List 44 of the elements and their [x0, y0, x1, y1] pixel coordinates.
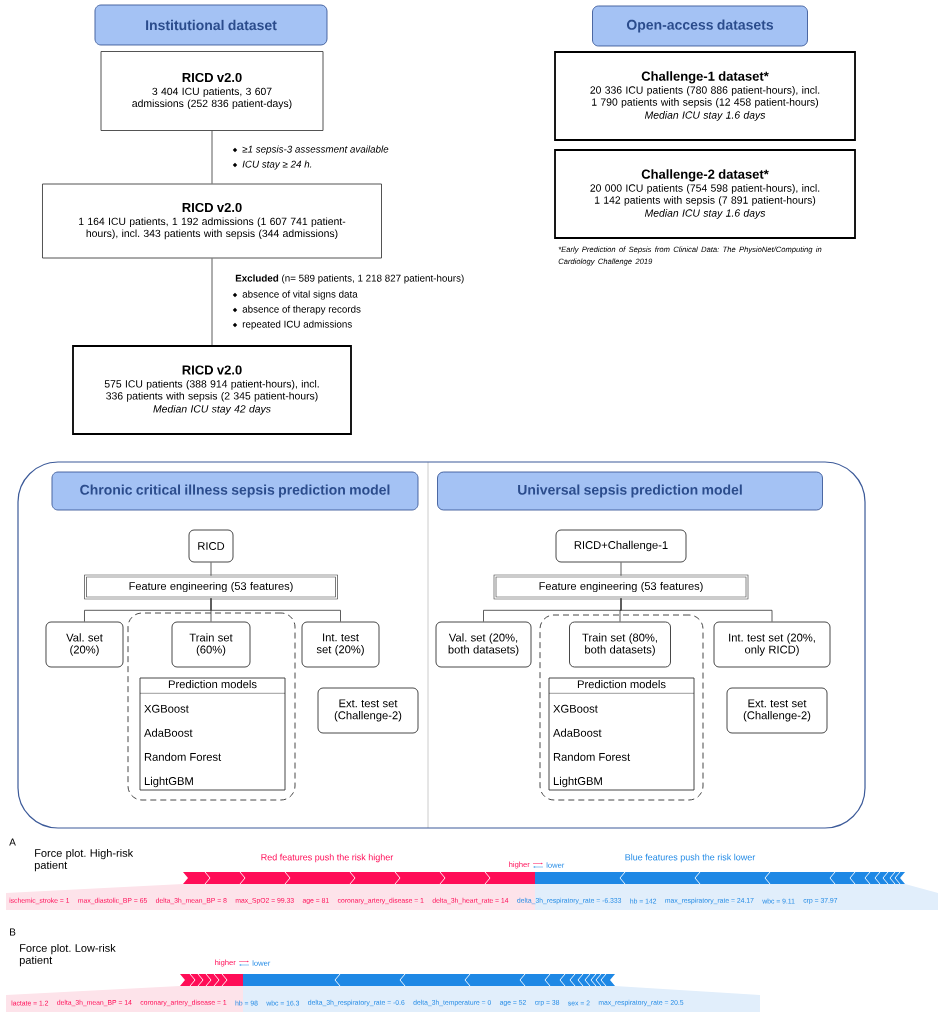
- dashed-group-frame: [539, 614, 704, 801]
- title-banner: Chronic critical illness sepsis prediction model: [51, 471, 419, 511]
- rounded-box: Ext. test set (Challenge-2): [726, 687, 828, 734]
- title-banner: Institutional dataset: [94, 4, 328, 46]
- plot-annotation: Red features push the risk higher: [261, 853, 394, 863]
- connector-line: [210, 597, 341, 622]
- model-table: Prediction models XGBoost AdaBoost Random Forest LightGBM: [548, 677, 695, 791]
- panel-letter: B: [10, 928, 16, 936]
- rounded-box: Train set (60%): [171, 621, 251, 668]
- connector-line: [620, 597, 773, 622]
- rounded-box: Ext. test set (Challenge-2): [317, 687, 419, 734]
- dataset-box: Challenge-1 dataset* 20 336 ICU patients (780 886 patient-hours), incl. 1 790 patients with sepsis (12 458 patient-hours) Median ICU stay 1.6 days: [554, 51, 856, 141]
- rounded-box: Val. set (20%): [45, 621, 124, 668]
- dashed-group-frame: [127, 612, 296, 801]
- criterion-text: ≥1 sepsis-3 assessment available: [232, 145, 389, 155]
- dataset-box: RICD v2.0 3 404 ICU patients, 3 607 admissions (252 836 patient-days): [100, 51, 324, 131]
- panel-letter: A: [9, 838, 16, 846]
- dataset-box: RICD v2.0 575 ICU patients (388 914 patient-hours), incl. 336 patients with sepsis (2 345 patient-hours) Median ICU stay 42 days: [72, 345, 352, 435]
- criterion-text: repeated ICU admissions: [232, 320, 352, 330]
- rounded-box: Int. test set (20%): [301, 621, 380, 668]
- rounded-box: RICD+Challenge-1: [555, 529, 687, 563]
- connector-line: [211, 130, 213, 184]
- rounded-box: RICD: [188, 529, 234, 563]
- panel-frame: [17, 461, 866, 829]
- plot-title: Force plot. High-risk patient: [34, 848, 134, 872]
- connector-line: [210, 562, 212, 577]
- exclusion-note: Excluded (n= 589 patients, 1 218 827 patient-hours): [235, 274, 464, 284]
- title-banner: Universal sepsis prediction model: [437, 471, 823, 511]
- feature-box: Feature engineering (53 features): [84, 574, 338, 600]
- criterion-text: absence of therapy records: [232, 305, 361, 315]
- connector-line: [620, 562, 622, 577]
- dataset-box: Challenge-2 dataset* 20 000 ICU patients (754 598 patient-hours), incl. 1 142 patients with sepsis (7 891 patient-hours) Median ICU stay 1.6 days: [554, 149, 856, 239]
- rounded-box: Train set (80%, both datasets): [569, 621, 671, 668]
- feature-box: Feature engineering (53 features): [493, 574, 749, 600]
- criterion-text: ICU stay ≥ 24 h.: [232, 160, 312, 170]
- rounded-box: Int. test set (20%, only RICD): [713, 621, 831, 668]
- plot-annotation: Blue features push the risk lower: [625, 853, 756, 863]
- model-table: Prediction models XGBoost AdaBoost Random Forest LightGBM: [139, 677, 286, 791]
- connector-line: [211, 258, 213, 346]
- dataset-box: RICD v2.0 1 164 ICU patients, 1 192 admissions (1 607 741 patient-hours), incl. 343 patients with sepsis (344 admissions): [42, 183, 382, 259]
- rounded-box: Val. set (20%, both datasets): [435, 621, 532, 668]
- plot-title: Force plot. Low-risk patient: [19, 943, 116, 967]
- criterion-text: absence of vital signs data: [232, 290, 358, 300]
- title-banner: Open-access datasets: [592, 5, 808, 47]
